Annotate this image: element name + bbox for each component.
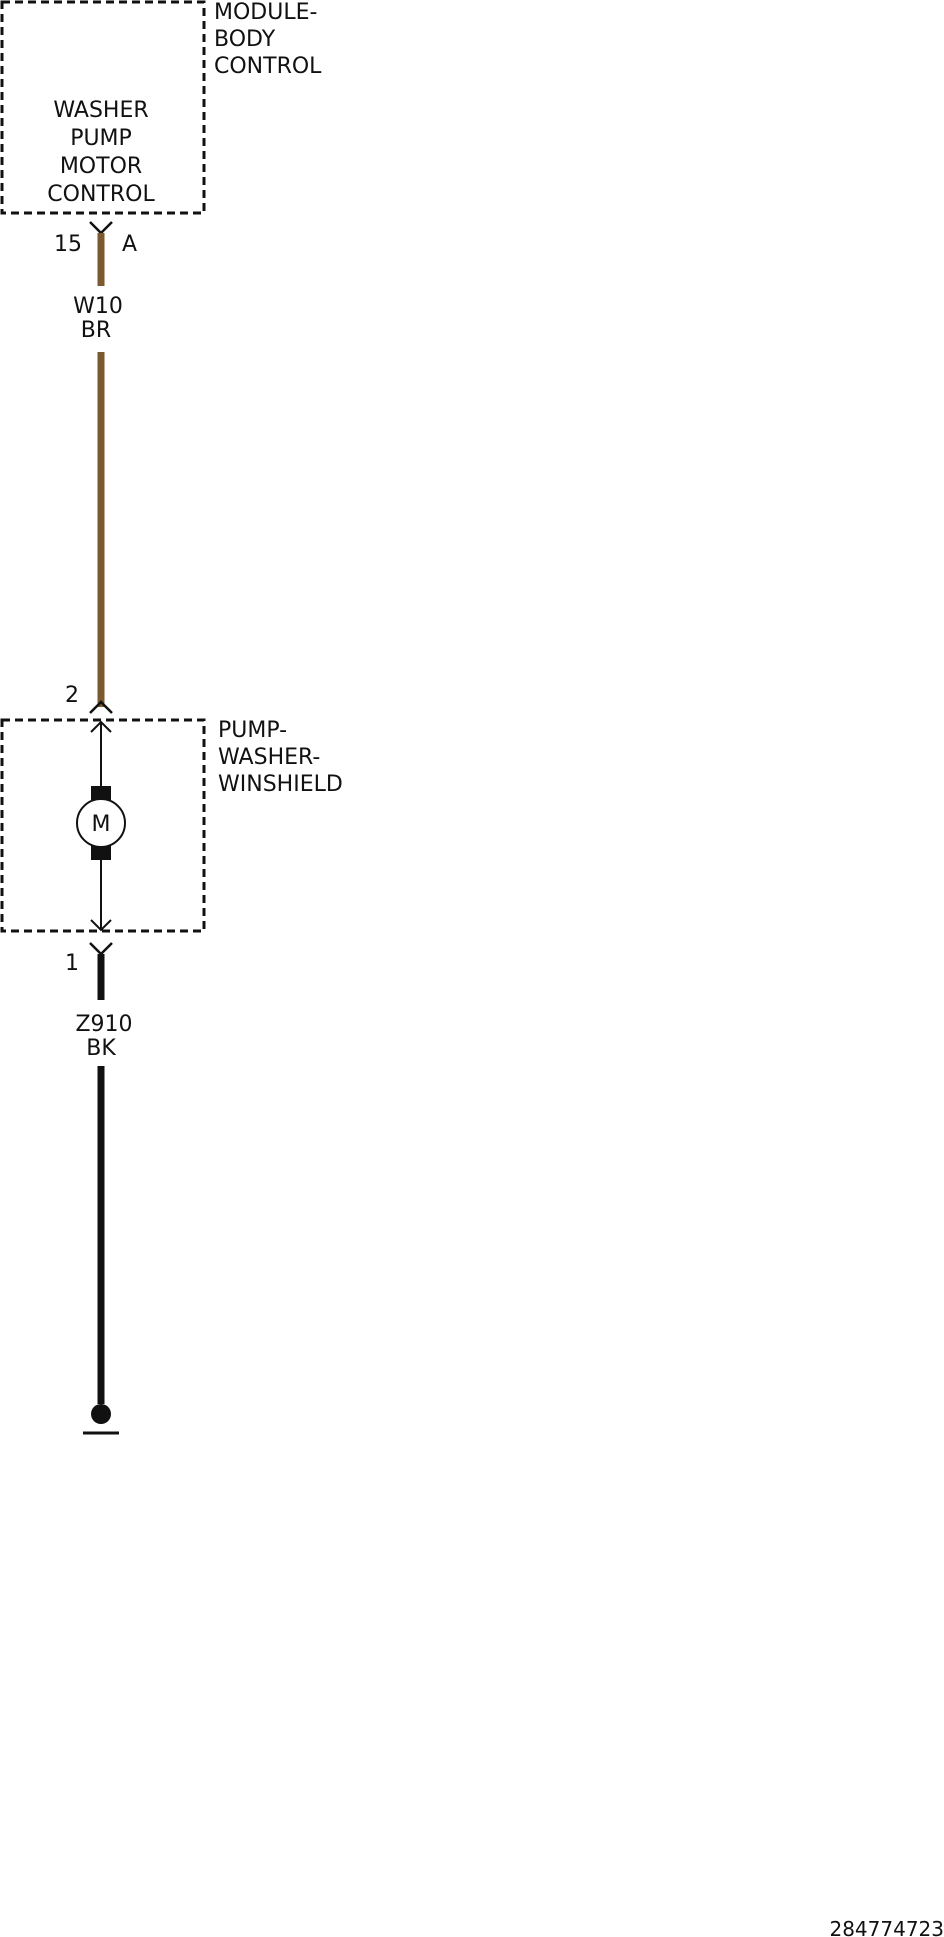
module-function-line4: CONTROL xyxy=(47,182,155,207)
ground-icon xyxy=(83,1404,119,1435)
module-label-line2: BODY xyxy=(214,27,276,52)
wire-z910-color-code: BK xyxy=(86,1036,116,1061)
wire-z910-circuit: Z910 xyxy=(75,1012,132,1037)
pump-label-line2: WASHER- xyxy=(218,745,320,770)
motor-brush-top xyxy=(91,786,111,800)
wire-w10-circuit: W10 xyxy=(73,294,123,319)
module-body-control-box xyxy=(0,0,206,215)
arrow-down-icon xyxy=(90,919,112,932)
pin-15-label: 15 xyxy=(54,232,82,257)
connector-pin-15-icon xyxy=(89,221,113,235)
motor-symbol: M xyxy=(92,812,111,837)
pump-washer-box xyxy=(0,718,206,933)
connector-a-label: A xyxy=(122,232,137,257)
pin-1-label: 1 xyxy=(65,951,79,976)
pump-label-line3: WINSHIELD xyxy=(218,772,343,797)
pin-2-label: 2 xyxy=(65,683,79,708)
module-label-line1: MODULE- xyxy=(214,0,317,25)
module-function-line1: WASHER xyxy=(53,98,148,123)
pump-label-line1: PUMP- xyxy=(218,718,287,743)
figure-id: 284774723 xyxy=(829,1917,944,1937)
motor-brush-bottom xyxy=(91,846,111,860)
module-function-line3: MOTOR xyxy=(60,154,142,179)
wire-w10-color-code: BR xyxy=(81,318,111,343)
connector-pin-1-icon xyxy=(89,942,113,956)
module-function-line2: PUMP xyxy=(70,126,132,151)
module-label-line3: CONTROL xyxy=(214,54,322,79)
connector-pin-2-icon xyxy=(89,700,113,714)
